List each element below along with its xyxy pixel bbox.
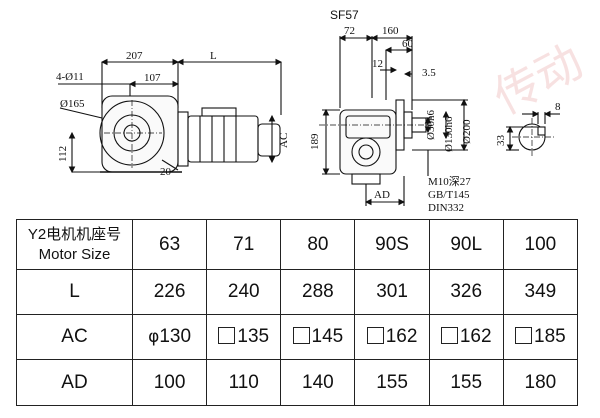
dim-d130: Ø130h6 [443,116,455,152]
table-cell: 162 [354,314,430,360]
cell-value: 162 [385,326,418,347]
table-row: AD 100 110 140 155 155 180 [16,359,579,406]
cell-value: 145 [311,326,344,347]
table-cell: 349 [502,269,579,315]
size-cell: 80 [280,219,356,270]
shaft-cross-section [506,110,560,156]
square-symbol [218,327,236,344]
watermark: 传动 [485,34,592,125]
table-cell: 100 [131,359,208,406]
dim-107: 107 [144,72,161,84]
cell-value: 135 [237,326,270,347]
dim-3-5: 3.5 [422,67,436,79]
cell-value: 130 [159,326,192,347]
table-cell: 301 [354,269,430,315]
dim-d165: Ø165 [60,98,85,110]
dim-12: 12 [372,58,383,70]
technical-drawing: 传动 SF57 20 [56,8,592,214]
square-symbol [292,327,310,344]
dim-60: 60 [402,38,414,50]
table-cell: 140 [280,359,356,406]
row-label: AC [16,314,133,360]
table-cell: 240 [206,269,282,315]
thread-spec: M10深27 [428,175,471,188]
side-view [319,34,468,206]
size-cell: 63 [131,219,208,270]
table-cell: 155 [428,359,504,406]
dim-d200: Ø200 [461,119,473,144]
size-cell: 90L [428,219,504,270]
table-row: AC φ130 135 145 162 162 185 [16,314,579,360]
front-view [58,58,283,174]
cell-value: 185 [534,326,566,347]
row-label: AD [16,359,133,406]
table-cell: 155 [354,359,430,406]
dim-112: 112 [57,146,69,162]
table-cell: 326 [428,269,504,315]
table-cell: 135 [206,314,282,360]
square-symbol [515,327,533,344]
header-cn: Y2电机机座号 [27,225,122,243]
table-cell: φ130 [131,314,208,360]
dim-20: 20 [160,166,172,178]
dim-AC: AC [278,133,290,148]
header-cell: Y2电机机座号 Motor Size [16,219,133,270]
table-row: L 226 240 288 301 326 349 [16,269,579,315]
drawing-title: SF57 [330,8,359,22]
dim-8: 8 [555,101,561,113]
diameter-symbol: φ [148,327,160,347]
dim-160: 160 [382,25,399,37]
header-en: Motor Size [38,245,111,263]
row-label: L [16,269,133,315]
size-cell: 90S [354,219,430,270]
dim-72: 72 [344,25,355,37]
standard-gb: GB/T145 [428,189,470,201]
dim-holes: 4-Ø11 [56,71,84,83]
table-cell: 185 [502,314,579,360]
table-cell: 162 [428,314,504,360]
dimension-table: Y2电机机座号 Motor Size 63 71 80 90S 90L 100 … [16,219,579,406]
square-symbol [440,327,458,344]
dim-33: 33 [495,135,507,147]
cell-value: 162 [459,326,492,347]
table-header-row: Y2电机机座号 Motor Size 63 71 80 90S 90L 100 [16,219,579,270]
dim-189: 189 [309,133,321,150]
dim-AD: AD [374,189,390,201]
standard-din: DIN332 [428,202,464,214]
table-cell: 226 [131,269,208,315]
dim-L: L [210,50,217,62]
table-cell: 110 [206,359,282,406]
table-cell: 180 [502,359,579,406]
table-cell: 288 [280,269,356,315]
size-cell: 71 [206,219,282,270]
table-cell: 145 [280,314,356,360]
dim-d30: Ø30h6 [425,110,437,140]
square-symbol [366,327,384,344]
dim-207: 207 [126,50,143,62]
size-cell: 100 [502,219,579,270]
